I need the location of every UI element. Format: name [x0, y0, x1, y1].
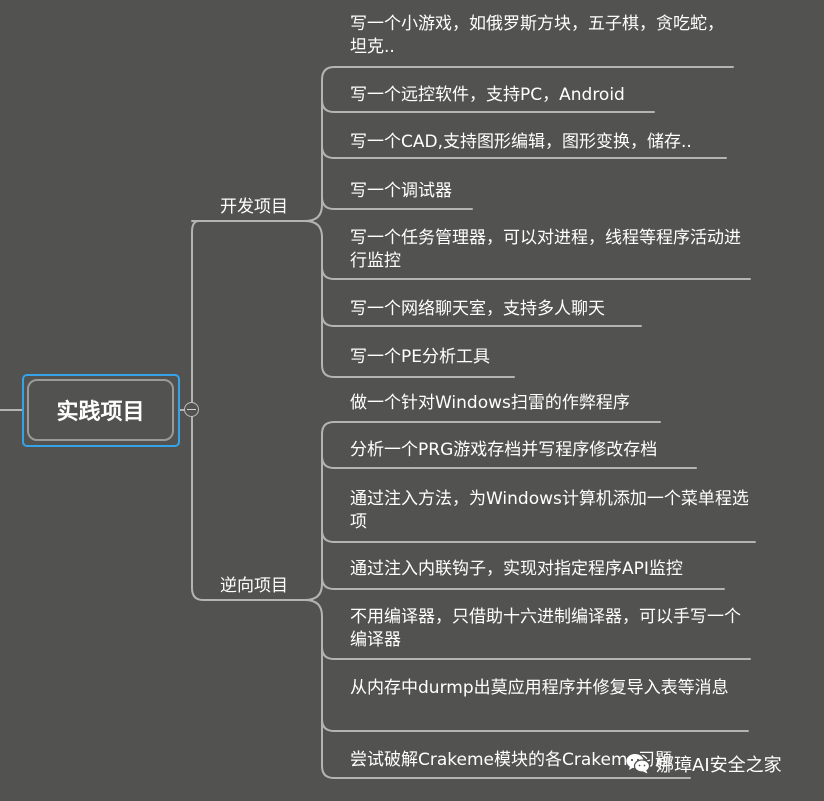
- leaf-node[interactable]: 从内存中durmp出莫应用程序并修复导入表等消息: [350, 678, 729, 698]
- leaf-node[interactable]: 写一个远控软件，支持PC，Android: [350, 85, 625, 105]
- watermark: 娜璋AI安全之家: [626, 751, 782, 777]
- watermark-text: 娜璋AI安全之家: [656, 755, 782, 776]
- branch-node-dev[interactable]: 开发项目: [220, 197, 288, 217]
- leaf-node[interactable]: 写一个小游戏，如俄罗斯方块，五子棋，贪吃蛇，坦克..: [350, 14, 724, 57]
- collapse-toggle-icon[interactable]: [184, 402, 199, 417]
- leaf-node[interactable]: 写一个网络聊天室，支持多人聊天: [350, 299, 605, 319]
- root-selection-frame: [22, 374, 180, 447]
- root-node[interactable]: 实践项目: [27, 379, 174, 441]
- leaf-node[interactable]: 写一个PE分析工具: [350, 347, 490, 367]
- root-node-label: 实践项目: [56, 400, 145, 425]
- leaf-node[interactable]: 做一个针对Windows扫雷的作弊程序: [350, 393, 630, 413]
- leaf-node[interactable]: 通过注入内联钩子，实现对指定程序API监控: [350, 559, 683, 579]
- leaf-node[interactable]: 写一个调试器: [350, 181, 452, 201]
- leaf-node[interactable]: 写一个任务管理器，可以对进程，线程等程序活动进行监控: [350, 228, 741, 271]
- leaf-node[interactable]: 写一个CAD,支持图形编辑，图形变换，储存..: [350, 132, 692, 152]
- leaf-node[interactable]: 尝试破解Crakeme模块的各Crakeme习题: [350, 750, 672, 770]
- leaf-node[interactable]: 通过注入方法，为Windows计算机添加一个菜单程选项: [350, 489, 749, 532]
- leaf-node[interactable]: 分析一个PRG游戏存档并写程序修改存档: [350, 440, 658, 460]
- leaf-node[interactable]: 不用编译器，只借助十六进制编译器，可以手写一个编译器: [350, 607, 741, 650]
- branch-node-reverse[interactable]: 逆向项目: [220, 576, 288, 596]
- wechat-icon: [626, 753, 651, 775]
